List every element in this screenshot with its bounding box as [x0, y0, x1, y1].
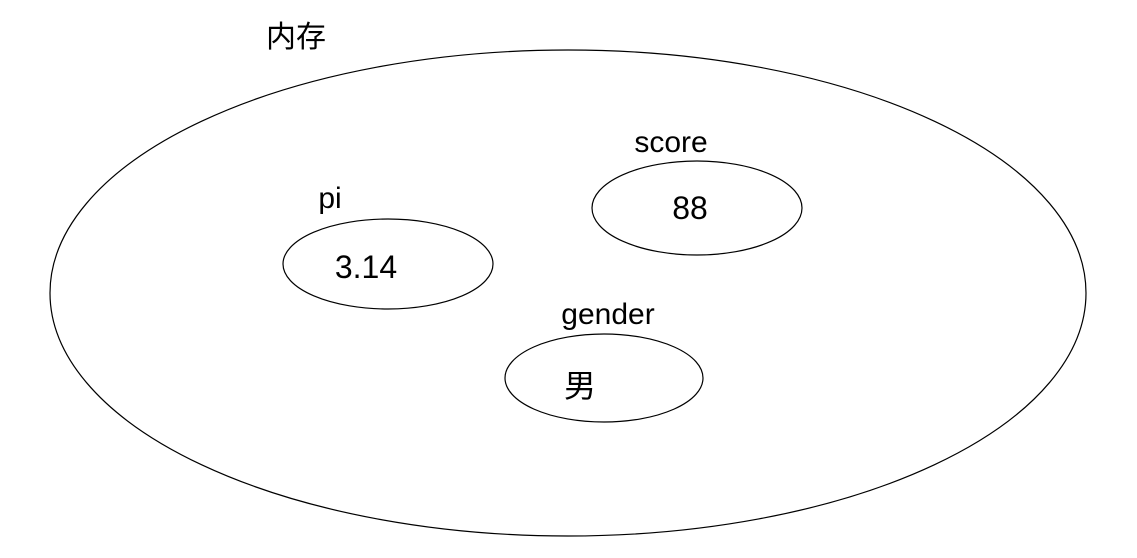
pi-ellipse	[282, 218, 494, 310]
score-ellipse	[591, 160, 803, 256]
variable-value-gender: 男	[563, 368, 597, 404]
variable-value-pi: 3.14	[334, 249, 398, 285]
memory-ellipse	[49, 49, 1087, 537]
variable-name-gender: gender	[561, 298, 655, 331]
variable-name-score: score	[634, 126, 708, 159]
variable-value-score: 88	[672, 190, 708, 226]
variable-name-pi: pi	[318, 182, 342, 215]
gender-ellipse	[504, 333, 704, 423]
memory-label: 内存	[266, 21, 326, 54]
